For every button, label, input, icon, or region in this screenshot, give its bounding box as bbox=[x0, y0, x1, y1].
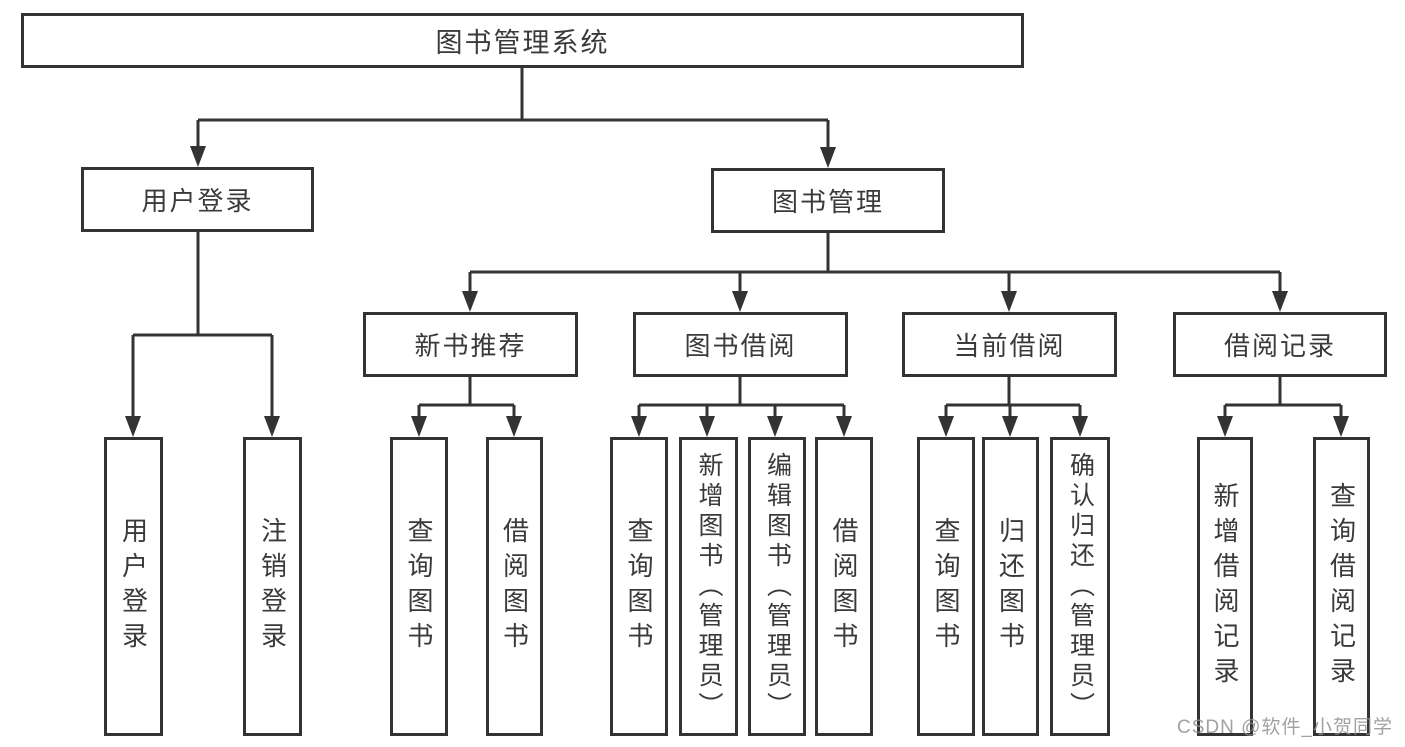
leaf-query-books-borrowing: 查询图书 bbox=[610, 437, 668, 736]
leaf-label: 注销登录 bbox=[257, 516, 288, 657]
leaf-label: 查询图书 bbox=[931, 516, 961, 657]
leaf-label: 借阅图书 bbox=[499, 516, 530, 657]
node-label: 图书管理 bbox=[771, 187, 884, 217]
leaf-user-login: 用户登录 bbox=[104, 437, 163, 736]
leaf-label: 用户登录 bbox=[118, 516, 149, 657]
node-book-borrowing: 图书借阅 bbox=[633, 312, 848, 377]
leaf-label: 新增图书（管理员） bbox=[695, 451, 723, 722]
csdn-watermark: CSDN @软件_小贺同学 bbox=[1177, 717, 1393, 738]
leaf-query-borrow-record: 查询借阅记录 bbox=[1313, 437, 1370, 736]
node-label: 新书推荐 bbox=[414, 331, 527, 361]
leaf-logout: 注销登录 bbox=[243, 437, 302, 736]
leaf-label: 查询图书 bbox=[624, 516, 654, 657]
node-borrowing-records: 借阅记录 bbox=[1173, 312, 1387, 377]
leaf-label: 归还图书 bbox=[995, 516, 1026, 657]
leaf-label: 借阅图书 bbox=[829, 516, 859, 657]
leaf-edit-books-admin: 编辑图书（管理员） bbox=[748, 437, 806, 736]
node-new-book-recommend: 新书推荐 bbox=[363, 312, 578, 377]
leaf-label: 编辑图书（管理员） bbox=[763, 451, 792, 722]
leaf-borrow-books-recommend: 借阅图书 bbox=[486, 437, 543, 736]
node-label: 当前借阅 bbox=[953, 331, 1066, 361]
leaf-query-books-recommend: 查询图书 bbox=[390, 437, 448, 736]
leaf-label: 新增借阅记录 bbox=[1210, 481, 1240, 692]
leaf-label: 确认归还（管理员） bbox=[1066, 451, 1095, 722]
leaf-label: 查询图书 bbox=[404, 516, 434, 657]
leaf-query-books-current: 查询图书 bbox=[917, 437, 975, 736]
node-book-management: 图书管理 bbox=[711, 168, 945, 233]
node-current-borrowing: 当前借阅 bbox=[902, 312, 1117, 377]
node-label: 图书借阅 bbox=[684, 331, 797, 361]
leaf-label: 查询借阅记录 bbox=[1326, 481, 1357, 692]
node-label: 借阅记录 bbox=[1223, 331, 1336, 361]
node-label: 图书管理系统 bbox=[435, 28, 610, 58]
node-user-login: 用户登录 bbox=[81, 167, 314, 232]
leaf-borrow-books: 借阅图书 bbox=[815, 437, 873, 736]
node-library-management-system: 图书管理系统 bbox=[21, 13, 1024, 68]
arrowheads bbox=[125, 146, 1349, 437]
leaf-confirm-return-admin: 确认归还（管理员） bbox=[1050, 437, 1110, 736]
leaf-add-books-admin: 新增图书（管理员） bbox=[679, 437, 738, 736]
node-label: 用户登录 bbox=[141, 186, 254, 216]
leaf-add-borrow-record: 新增借阅记录 bbox=[1197, 437, 1253, 736]
leaf-return-books: 归还图书 bbox=[982, 437, 1039, 736]
